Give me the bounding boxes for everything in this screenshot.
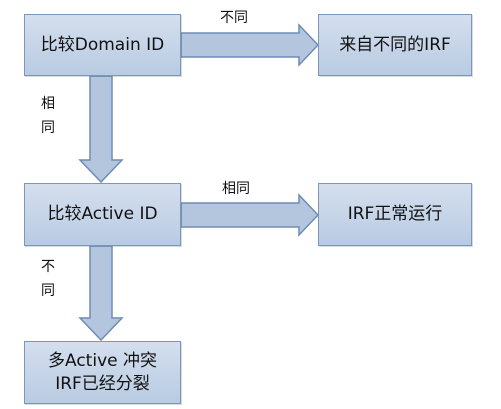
arrow-active-to-multi [78,245,124,342]
edge-label-domain-to-active-char2: 同 [41,120,55,136]
node-compare-active-id-text: 比较Active ID [47,204,158,224]
node-from-different-irf-text: 来自不同的IRF [339,34,451,55]
edge-label-domain-to-active-char1: 相 [41,96,55,112]
node-compare-domain-id: 比较Domain ID [24,14,181,76]
node-compare-domain-id-text: 比较Domain ID [40,34,165,55]
node-compare-active-id: 比较Active ID [24,183,181,246]
arrow-domain-to-active [78,75,124,184]
node-multi-active-line1: 多Active 冲突 [48,350,157,371]
node-from-different-irf: 来自不同的IRF [318,14,472,76]
node-multi-active-line2: IRF已经分裂 [55,373,150,394]
node-irf-normal-text: IRF正常运行 [347,204,443,224]
arrow-active-to-normal [180,193,320,237]
edge-label-domain-to-active: 相 同 [40,96,56,144]
edge-label-active-to-multi-char1: 不 [41,259,55,275]
node-multi-active-conflict: 多Active 冲突 IRF已经分裂 [24,341,181,404]
edge-label-domain-to-irf: 不同 [220,10,248,26]
edge-label-active-to-multi-char2: 同 [41,283,55,299]
node-irf-normal: IRF正常运行 [318,183,472,246]
edge-label-active-to-multi: 不 同 [40,259,56,307]
arrow-domain-to-irf [180,23,320,67]
edge-label-active-to-normal: 相同 [222,181,250,197]
